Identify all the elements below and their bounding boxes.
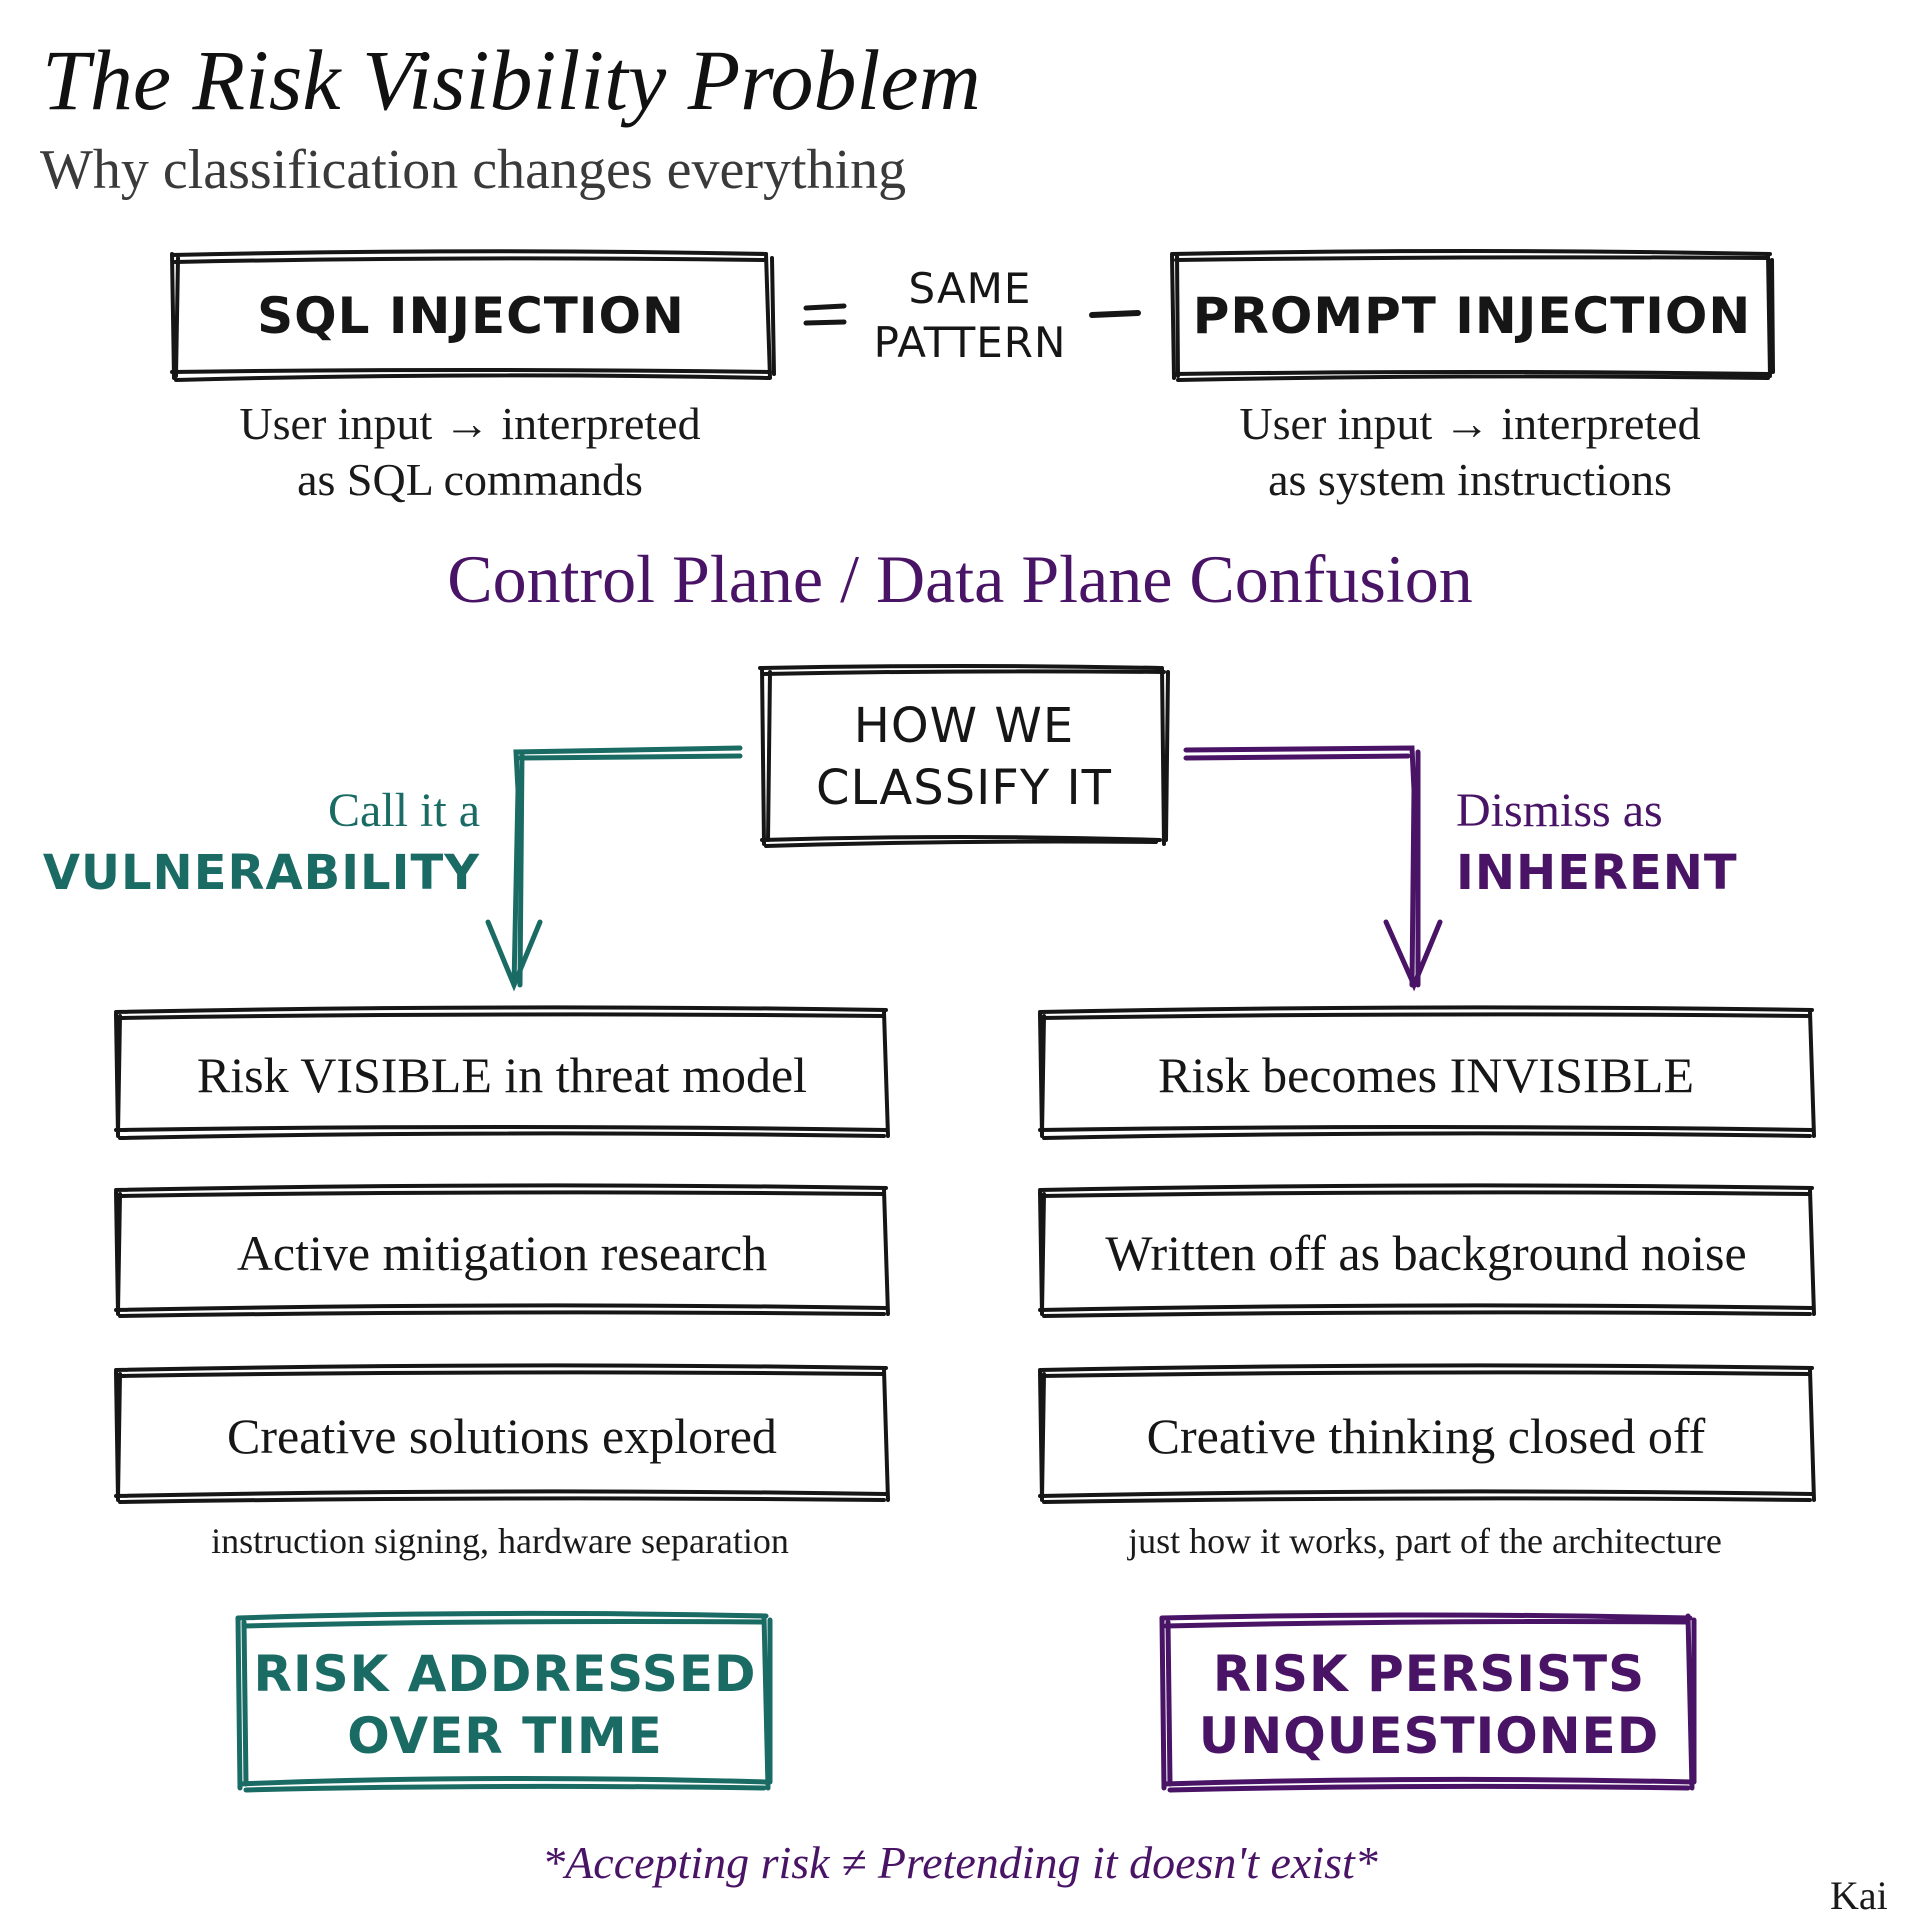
right-item-1-label: Risk becomes INVISIBLE — [1157, 1047, 1695, 1103]
left-item-box-outlines — [114, 1005, 890, 1504]
vulnerability-arrow — [485, 745, 743, 992]
prompt-caption-line1: User input → interpreted — [1239, 398, 1701, 449]
left-item-3-label: Creative solutions explored — [227, 1408, 777, 1464]
vulnerability-branch-label: Call it a VULNERABILITY — [40, 780, 480, 904]
outcome-addressed: RISK ADDRESSED OVER TIME — [244, 1624, 766, 1786]
sql-injection-box: SQL INJECTION — [174, 256, 768, 376]
right-item-2: Written off as background noise — [1042, 1194, 1810, 1312]
footer-tagline: *Accepting risk ≠ Pretending it doesn't … — [542, 1837, 1378, 1888]
classify-line2: CLASSIFY IT — [816, 760, 1112, 816]
same-pattern-label: SAME PATTERN — [852, 262, 1088, 370]
right-item-2-label: Written off as background noise — [1105, 1225, 1747, 1281]
outcome-addressed-line2: OVER TIME — [347, 1707, 663, 1765]
inherent-line1: Dismiss as — [1456, 784, 1663, 837]
classify-line1: HOW WE — [853, 698, 1075, 754]
inherent-line2: INHERENT — [1456, 845, 1738, 901]
right-item-1: Risk becomes INVISIBLE — [1042, 1016, 1810, 1134]
vulnerability-line2: VULNERABILITY — [42, 845, 480, 901]
prompt-injection-box: PROMPT INJECTION — [1174, 256, 1770, 376]
right-item-box-outlines — [1038, 1005, 1816, 1504]
persists-box-outline — [1159, 1612, 1697, 1793]
left-note: instruction signing, hardware separation — [211, 1521, 789, 1561]
sql-injection-box-outline — [170, 249, 776, 382]
inherent-branch-label: Dismiss as INHERENT — [1456, 780, 1876, 904]
left-item-1: Risk VISIBLE in threat model — [118, 1016, 886, 1134]
prompt-injection-caption: User input → interpreted as system instr… — [1170, 396, 1770, 508]
sql-caption-line2: as SQL commands — [297, 454, 643, 505]
vulnerability-line1: Call it a — [328, 784, 480, 837]
outcome-persists: RISK PERSISTS UNQUESTIONED — [1168, 1624, 1690, 1786]
left-item-2-label: Active mitigation research — [236, 1225, 768, 1281]
right-item-3-label: Creative thinking closed off — [1146, 1408, 1706, 1464]
classify-box: HOW WE CLASSIFY IT — [766, 672, 1162, 842]
page-subtitle: Why classification changes everything — [40, 139, 907, 201]
right-note: just how it works, part of the architect… — [1128, 1521, 1722, 1561]
outcome-persists-line1: RISK PERSISTS — [1212, 1645, 1646, 1703]
outcome-addressed-line1: RISK ADDRESSED — [253, 1645, 757, 1703]
outcome-persists-line2: UNQUESTIONED — [1198, 1707, 1660, 1765]
same-pattern-line2: PATTERN — [873, 318, 1067, 367]
addressed-box-outline — [235, 1610, 773, 1793]
right-item-3: Creative thinking closed off — [1042, 1374, 1810, 1498]
section-heading: Control Plane / Data Plane Confusion — [447, 541, 1473, 617]
equals-connector — [803, 303, 847, 326]
left-item-2: Active mitigation research — [118, 1194, 886, 1312]
left-item-1-label: Risk VISIBLE in threat model — [196, 1047, 808, 1103]
prompt-caption-line2: as system instructions — [1268, 454, 1672, 505]
sql-injection-caption: User input → interpreted as SQL commands — [170, 396, 770, 508]
sql-injection-label: SQL INJECTION — [257, 287, 685, 345]
prompt-injection-label: PROMPT INJECTION — [1192, 287, 1752, 345]
prompt-injection-box-outline — [1170, 249, 1775, 382]
inherent-arrow — [1183, 745, 1443, 992]
signature: Kai — [1830, 1873, 1888, 1918]
dash-connector — [1089, 310, 1141, 318]
same-pattern-line1: SAME — [908, 264, 1032, 313]
page-title: The Risk Visibility Problem — [42, 32, 981, 128]
sql-caption-line1: User input → interpreted — [239, 398, 701, 449]
left-item-3: Creative solutions explored — [118, 1374, 886, 1498]
classify-box-outline — [758, 664, 1166, 848]
classify-box-right-edge — [1160, 666, 1170, 846]
